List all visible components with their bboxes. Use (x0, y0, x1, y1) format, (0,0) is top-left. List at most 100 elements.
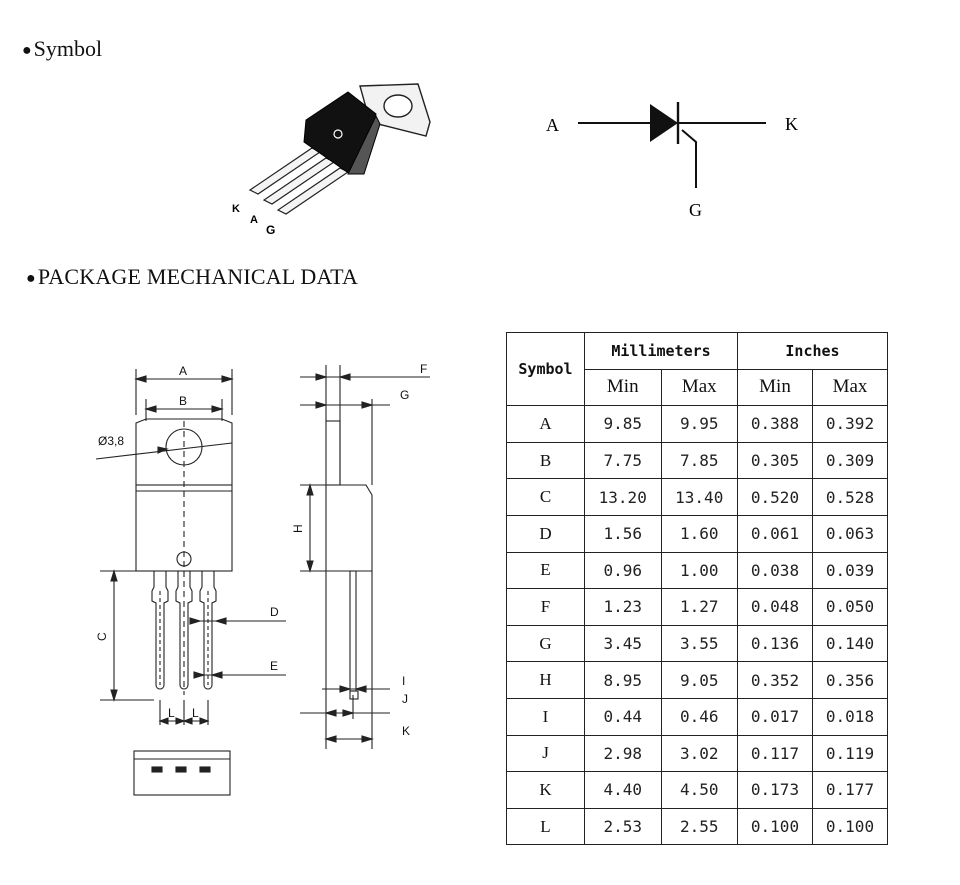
row-value: 0.520 (737, 478, 813, 516)
dim-label-g: G (400, 388, 409, 402)
row-value: 0.388 (737, 405, 813, 443)
mm-max-header: Max (660, 368, 738, 407)
symbol-heading: ●Symbol (22, 36, 102, 62)
row-symbol: A (506, 405, 585, 443)
package-heading-text: PACKAGE MECHANICAL DATA (37, 264, 359, 289)
row-value: 2.53 (584, 807, 662, 846)
package-photo: K A G (232, 83, 431, 237)
mm-min-header: Min (584, 368, 662, 407)
row-symbol: B (506, 441, 585, 480)
in-min-header: Min (737, 368, 813, 407)
pin-label-g: G (266, 223, 275, 237)
row-symbol: J (506, 734, 585, 773)
millimeters-header: Millimeters (584, 332, 738, 370)
in-max-header: Max (811, 368, 889, 407)
row-value: 0.309 (811, 441, 889, 480)
dim-label-i: I (402, 674, 405, 688)
cathode-label: K (785, 114, 798, 134)
diode-triangle (650, 104, 678, 142)
row-symbol: F (506, 588, 585, 626)
row-value: 0.050 (811, 588, 889, 626)
row-value: 0.039 (811, 551, 889, 590)
tab-hole (383, 94, 413, 118)
row-value: 0.96 (584, 551, 662, 590)
row-value: 0.136 (737, 624, 813, 663)
row-value: 0.038 (737, 551, 813, 590)
row-value: 1.00 (660, 551, 738, 590)
front-leads (151, 571, 217, 690)
side-view (300, 365, 430, 749)
row-value: 13.40 (660, 478, 738, 516)
dim-label-b: B (179, 394, 187, 408)
dim-label-k: K (402, 724, 410, 738)
row-value: 0.352 (737, 661, 813, 699)
row-symbol: L (506, 807, 585, 846)
row-value: 0.048 (737, 588, 813, 626)
bullet-icon: ● (22, 41, 32, 59)
dim-label-a: A (179, 364, 187, 378)
row-value: 2.98 (584, 734, 662, 773)
row-value: 4.50 (660, 771, 738, 809)
front-view (95, 369, 286, 796)
row-value: 7.75 (584, 441, 662, 480)
row-symbol: K (506, 771, 585, 809)
row-value: 0.117 (737, 734, 813, 773)
row-value: 1.23 (584, 588, 662, 626)
pin-label-a: A (250, 214, 258, 226)
row-value: 0.305 (737, 441, 813, 480)
row-value: 4.40 (584, 771, 662, 809)
row-value: 0.119 (811, 734, 889, 773)
dim-label-c: C (95, 632, 109, 641)
row-value: 0.100 (811, 807, 889, 846)
dim-label-hole: Ø3,8 (98, 434, 124, 448)
row-value: 0.017 (737, 697, 813, 736)
row-value: 2.55 (660, 807, 738, 846)
row-value: 0.173 (737, 771, 813, 809)
row-symbol: E (506, 551, 585, 590)
mechanical-drawing: A B Ø3,8 C D E L L F G H I J K (95, 362, 430, 796)
row-value: 0.061 (737, 514, 813, 553)
row-value: 7.85 (660, 441, 738, 480)
bullet-icon: ● (26, 269, 36, 287)
row-value: 0.100 (737, 807, 813, 846)
dim-label-d: D (270, 605, 279, 619)
gate-label: G (689, 200, 702, 220)
row-value: 1.56 (584, 514, 662, 553)
dim-label-j: J (402, 692, 408, 706)
dim-label-l2: L (192, 706, 199, 720)
row-symbol: G (506, 624, 585, 663)
row-symbol: I (506, 697, 585, 736)
row-value: 0.46 (660, 697, 738, 736)
scr-symbol: A K G (546, 102, 798, 220)
row-value: 3.55 (660, 624, 738, 663)
row-value: 8.95 (584, 661, 662, 699)
row-value: 0.44 (584, 697, 662, 736)
bottom-view (133, 750, 231, 796)
row-value: 9.85 (584, 405, 662, 443)
row-symbol: H (506, 661, 585, 699)
row-value: 1.60 (660, 514, 738, 553)
dim-label-h: H (291, 524, 305, 533)
row-value: 0.392 (811, 405, 889, 443)
row-value: 3.02 (660, 734, 738, 773)
row-value: 13.20 (584, 478, 662, 516)
symbol-heading-text: Symbol (33, 36, 103, 61)
pin-label-k: K (232, 203, 240, 215)
row-value: 0.140 (811, 624, 889, 663)
symbol-column-header: Symbol (506, 331, 585, 407)
anode-label: A (546, 115, 559, 135)
row-symbol: D (506, 514, 585, 553)
dim-label-l1: L (168, 706, 175, 720)
